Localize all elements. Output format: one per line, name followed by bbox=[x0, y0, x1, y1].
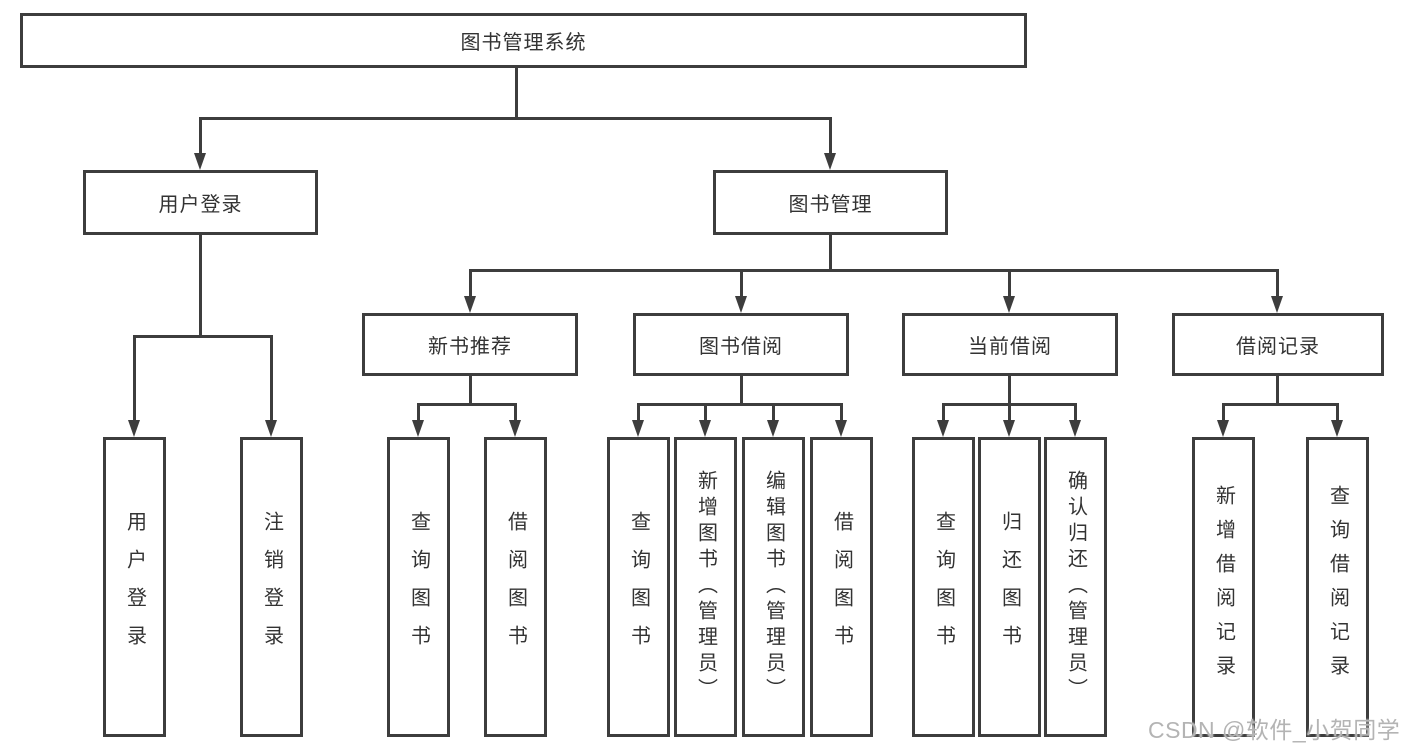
node-label: 编辑图书（管理员） bbox=[762, 470, 785, 704]
node-label: 图书借阅 bbox=[699, 336, 783, 358]
node-label: 注销登录 bbox=[260, 511, 283, 663]
node-borrowing-records: 借阅记录 bbox=[1172, 313, 1384, 376]
arrowhead-icon bbox=[1003, 296, 1015, 313]
connector-line bbox=[199, 234, 202, 338]
arrowhead-icon bbox=[509, 420, 521, 437]
node-label: 查询图书 bbox=[932, 511, 955, 663]
connector-line bbox=[133, 334, 273, 338]
arrowhead-icon bbox=[412, 420, 424, 437]
connector-line bbox=[1275, 375, 1279, 406]
node-user-login: 用户登录 bbox=[83, 170, 318, 235]
connector-line bbox=[637, 404, 640, 421]
arrowhead-icon bbox=[1217, 420, 1229, 437]
connector-line bbox=[514, 404, 517, 421]
connector-line bbox=[739, 375, 743, 406]
leaf-confirm-return-admin: 确认归还（管理员） bbox=[1044, 437, 1107, 737]
connector-line bbox=[829, 234, 832, 271]
node-label: 新书推荐 bbox=[428, 336, 512, 358]
arrowhead-icon bbox=[265, 420, 277, 437]
arrowhead-icon bbox=[1069, 420, 1081, 437]
connector-line bbox=[417, 402, 517, 406]
leaf-return-books: 归还图书 bbox=[978, 437, 1041, 737]
arrowhead-icon bbox=[1331, 420, 1343, 437]
leaf-edit-book-admin: 编辑图书（管理员） bbox=[742, 437, 805, 737]
connector-line bbox=[133, 335, 136, 421]
arrowhead-icon bbox=[194, 153, 206, 170]
arrowhead-icon bbox=[1003, 420, 1015, 437]
connector-line bbox=[468, 375, 472, 406]
connector-line bbox=[417, 404, 420, 421]
connector-line bbox=[1336, 404, 1339, 421]
arrowhead-icon bbox=[824, 153, 836, 170]
leaf-query-books-current: 查询图书 bbox=[912, 437, 975, 737]
node-current-borrowing: 当前借阅 bbox=[902, 313, 1118, 376]
node-label: 用户登录 bbox=[123, 511, 146, 663]
connector-line bbox=[199, 116, 832, 120]
arrowhead-icon bbox=[699, 420, 711, 437]
node-new-book-recommend: 新书推荐 bbox=[362, 313, 578, 376]
leaf-borrow-books: 借阅图书 bbox=[810, 437, 873, 737]
connector-line bbox=[942, 402, 1077, 406]
connector-line bbox=[704, 404, 707, 421]
arrowhead-icon bbox=[767, 420, 779, 437]
leaf-query-books-recommend: 查询图书 bbox=[387, 437, 450, 737]
node-label: 查询图书 bbox=[627, 511, 650, 663]
arrowhead-icon bbox=[835, 420, 847, 437]
connector-line bbox=[772, 404, 775, 421]
node-label: 查询借阅记录 bbox=[1326, 485, 1349, 689]
leaf-user-login: 用户登录 bbox=[103, 437, 166, 737]
connector-line bbox=[1008, 404, 1011, 421]
watermark: CSDN @软件_小贺同学 bbox=[1148, 717, 1401, 743]
arrowhead-icon bbox=[734, 296, 747, 313]
connector-line bbox=[514, 67, 518, 119]
connector-line bbox=[1222, 404, 1225, 421]
node-label: 当前借阅 bbox=[968, 336, 1052, 358]
connector-line bbox=[829, 117, 832, 154]
connector-line bbox=[270, 335, 273, 421]
connector-line bbox=[468, 269, 472, 297]
node-label: 新增借阅记录 bbox=[1212, 485, 1235, 689]
node-book-borrowing: 图书借阅 bbox=[633, 313, 849, 376]
node-label: 归还图书 bbox=[998, 511, 1021, 663]
node-label: 用户登录 bbox=[158, 194, 243, 216]
arrowhead-icon bbox=[128, 420, 140, 437]
leaf-query-books-borrowing: 查询图书 bbox=[607, 437, 670, 737]
connector-line bbox=[1222, 402, 1339, 406]
arrowhead-icon bbox=[937, 420, 949, 437]
node-label: 图书管理系统 bbox=[460, 32, 587, 54]
leaf-add-book-admin: 新增图书（管理员） bbox=[674, 437, 737, 737]
arrowhead-icon bbox=[463, 296, 476, 313]
leaf-logout: 注销登录 bbox=[240, 437, 303, 737]
arrowhead-icon bbox=[1270, 296, 1283, 313]
connector-line bbox=[942, 404, 945, 421]
connector-line bbox=[1074, 404, 1077, 421]
arrowhead-icon bbox=[632, 420, 644, 437]
connector-line bbox=[1008, 269, 1011, 297]
node-label: 查询图书 bbox=[407, 511, 430, 663]
connector-line bbox=[1275, 269, 1279, 297]
leaf-add-borrow-record: 新增借阅记录 bbox=[1192, 437, 1255, 737]
connector-line bbox=[1008, 375, 1011, 406]
node-label: 确认归还（管理员） bbox=[1064, 470, 1087, 704]
connector-line bbox=[468, 268, 1279, 272]
node-book-management: 图书管理 bbox=[713, 170, 948, 235]
node-label: 借阅记录 bbox=[1236, 336, 1320, 358]
connector-line bbox=[840, 404, 843, 421]
node-library-management-system: 图书管理系统 bbox=[20, 13, 1027, 68]
connector-line bbox=[739, 269, 743, 297]
node-label: 借阅图书 bbox=[830, 511, 853, 663]
node-label: 图书管理 bbox=[788, 194, 873, 216]
connector-line bbox=[637, 402, 843, 406]
leaf-query-borrow-record: 查询借阅记录 bbox=[1306, 437, 1369, 737]
node-label: 借阅图书 bbox=[504, 511, 527, 663]
connector-line bbox=[199, 117, 202, 154]
node-label: 新增图书（管理员） bbox=[694, 470, 717, 704]
leaf-borrow-books-recommend: 借阅图书 bbox=[484, 437, 547, 737]
